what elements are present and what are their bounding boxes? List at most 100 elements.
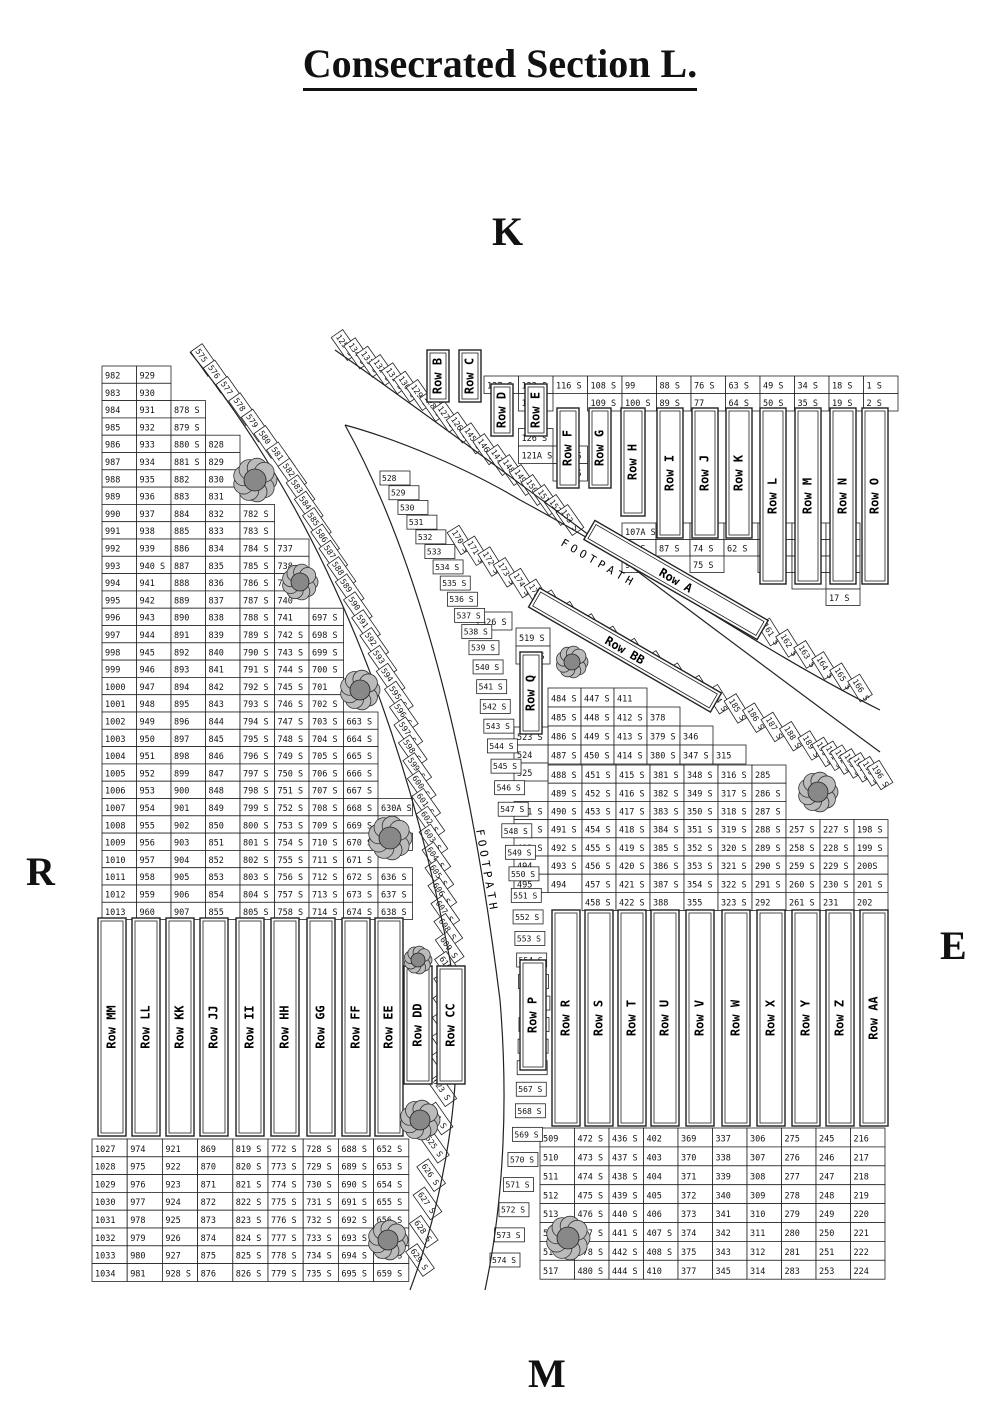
plot-number: 710 S	[312, 839, 338, 849]
plot-number: 339	[716, 1172, 731, 1182]
plot-number: 899	[174, 769, 189, 779]
row-row-c: Row C	[458, 349, 482, 403]
plot-cell-left-block: 797 S	[239, 763, 275, 782]
row-row-l: Row L	[759, 407, 787, 585]
plot-number: 936	[140, 493, 155, 503]
plot-cell-left-block: 931	[136, 400, 172, 419]
plot-cell-bottom-right: 342	[712, 1222, 748, 1242]
plot-cell-left-block: 846	[205, 746, 241, 765]
row-label: Row HH	[278, 1005, 292, 1048]
plot-cell-left-block: 702 S	[308, 694, 344, 713]
plot-cell-left-block: 698 S	[308, 625, 344, 644]
plot-cell-bottom-right: 281	[781, 1241, 817, 1261]
row-row-o: Row O	[861, 407, 889, 585]
plot-cell-center-strip: 534 S	[432, 559, 464, 575]
plot-cell-left-block: 630A S	[377, 798, 413, 817]
plot-number: 990	[105, 510, 120, 520]
plot-number: 74 S	[693, 544, 713, 554]
plot-number: 701	[312, 683, 327, 693]
plot-number: 941	[140, 579, 155, 589]
plot-cell-left-block: 795 S	[239, 728, 275, 747]
plot-cell-left-block: 851	[205, 832, 241, 851]
plot-number: 895	[174, 700, 189, 710]
plot-cell-left-block: 701	[308, 677, 344, 696]
plot-cell-left-block: 953	[136, 780, 172, 799]
plot-cell-bottom-right: 374	[677, 1222, 713, 1242]
plot-cell-left-block: 942	[136, 590, 172, 609]
plot-number: 216	[854, 1135, 869, 1145]
plot-cell-right-mid: 201 S	[853, 873, 889, 893]
plot-number: 745 S	[278, 683, 304, 693]
plot-cell-left-block: 756 S	[274, 867, 310, 886]
plot-cell-right-mid: 321 S	[717, 855, 753, 875]
plot-number: 663 S	[347, 717, 373, 727]
plot-cell-left-block: 803 S	[239, 867, 275, 886]
plot-number: 869	[201, 1145, 216, 1155]
plot-number: 535 S	[442, 579, 466, 588]
plot-cell-right-mid: 494	[547, 873, 583, 893]
plot-number: 884	[174, 510, 189, 520]
plot-number: 751 S	[278, 787, 304, 797]
plot-cell-left-block: 1011	[101, 867, 137, 886]
plot-number: 805 S	[243, 908, 269, 918]
plot-number: 688 S	[341, 1145, 367, 1155]
plot-number: 275	[785, 1135, 800, 1145]
plot-cell-bottom-left: 979	[126, 1227, 163, 1247]
plot-number: 820 S	[236, 1163, 262, 1173]
plot-cell-center-strip: 552 S	[512, 909, 544, 925]
plot-cell-center-strip: 543 S	[483, 718, 515, 734]
plot-number: 408 S	[647, 1248, 673, 1258]
plot-cell-left-block: 983	[101, 382, 137, 401]
plot-number: 280	[785, 1229, 800, 1239]
plot-cell-bottom-left: 691 S	[337, 1192, 374, 1211]
plot-number: 552 S	[515, 913, 539, 922]
plot-cell-bottom-right: 476 S	[574, 1203, 610, 1223]
plot-number: 734 S	[306, 1252, 332, 1262]
plot-cell-upper-mid: 485 S	[547, 706, 582, 727]
row-label: Row DD	[411, 1003, 425, 1046]
plot-number: 690 S	[341, 1180, 367, 1190]
plot-cell-top-right: 88 S	[656, 375, 692, 394]
plot-number: 922	[165, 1163, 180, 1173]
plot-number: 250	[819, 1229, 834, 1239]
plot-cell-left-block: 849	[205, 798, 241, 817]
plot-number: 388	[653, 899, 668, 909]
plot-cell-bottom-right: 311	[746, 1222, 782, 1242]
plot-cell-left-block: 947	[136, 677, 172, 696]
tree-icon	[368, 815, 413, 861]
plot-number: 848	[209, 787, 224, 797]
plot-number: 837	[209, 596, 224, 606]
plot-cell-upper-mid: 448 S	[580, 706, 615, 727]
plot-cell-bottom-right: 308	[746, 1165, 782, 1186]
plot-cell-bottom-right: 250	[815, 1222, 851, 1242]
plot-number: 455 S	[585, 844, 611, 854]
plot-number: 952	[140, 769, 155, 779]
tree-icon	[233, 457, 278, 503]
plot-cell-upper-mid: 379 S	[646, 725, 681, 746]
row-label: Row N	[836, 478, 850, 514]
plot-cell-upper-mid: 347 S	[679, 744, 714, 765]
plot-number: 637 S	[381, 890, 407, 900]
plot-cell-bottom-right: 371	[677, 1165, 713, 1186]
plot-cell-left-block: 946	[136, 659, 172, 678]
plot-number: 1008	[105, 821, 125, 831]
plot-cell-left-block: 988	[101, 469, 137, 488]
plot-number: 777 S	[271, 1234, 297, 1244]
plot-number: 290 S	[755, 862, 781, 872]
tree-icon	[282, 563, 319, 601]
row-row-hh: Row HH	[270, 917, 300, 1137]
plot-number: 485 S	[551, 714, 577, 724]
plot-number: 571 S	[505, 1181, 529, 1190]
plot-cell-center-strip: 545 S	[490, 758, 522, 774]
plot-number: 921	[165, 1145, 180, 1155]
plot-cell-left-block: 789 S	[239, 625, 275, 644]
plot-cell-left-block: 895	[170, 694, 206, 713]
plot-number: 529	[391, 489, 406, 498]
plot-number: 846	[209, 752, 224, 762]
plot-number: 711 S	[312, 856, 338, 866]
plot-number: 314	[750, 1267, 765, 1277]
plot-number: 525	[517, 769, 532, 779]
plot-number: 281	[785, 1248, 800, 1258]
row-row-k: Row K	[725, 407, 753, 539]
plot-number: 572 S	[501, 1206, 525, 1215]
